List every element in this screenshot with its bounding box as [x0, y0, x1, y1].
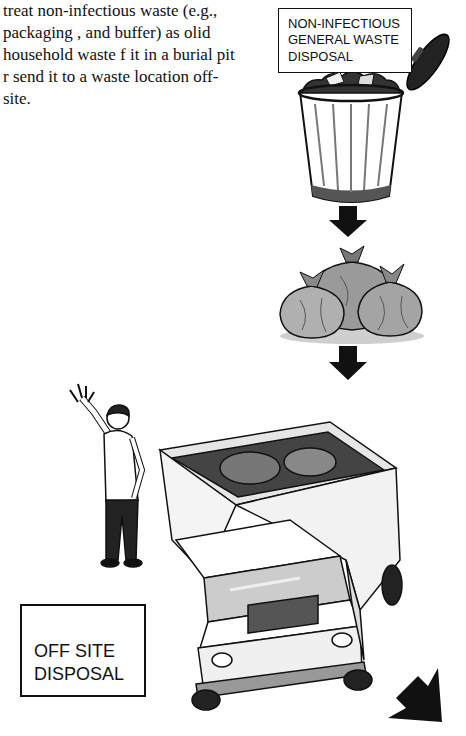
bag-knot: [340, 246, 364, 262]
bag-in-truck: [220, 452, 280, 484]
hair: [107, 405, 129, 416]
bag-fold: [300, 300, 306, 330]
raised-arm: [82, 398, 110, 436]
wheel: [344, 670, 372, 690]
bag-fold: [378, 296, 385, 330]
box-label: NON-INFECTIOUS GENERAL WASTE DISPOSAL: [288, 16, 406, 65]
can-rib: [315, 104, 324, 186]
garbage-bag: [358, 282, 422, 336]
shoe: [124, 559, 142, 567]
lower-arm: [132, 438, 142, 498]
truck-grille: [248, 595, 318, 633]
label-box: NON-INFECTIOUS GENERAL WASTE DISPOSAL: [278, 8, 412, 73]
box-label: OFF SITE DISPOSAL: [34, 640, 134, 685]
note-text: treat non-infectious waste (e.g., packag…: [3, 0, 239, 110]
lid-handle: [410, 46, 424, 63]
can-rim: [299, 85, 403, 101]
garbage-bag: [280, 286, 344, 338]
can-rib: [364, 104, 369, 190]
headlight: [332, 633, 352, 647]
bag-knot: [380, 264, 404, 283]
label-box: OFF SITE DISPOSAL: [20, 604, 146, 697]
truck-bumper: [196, 662, 366, 698]
can-rib: [350, 104, 352, 192]
trash-overflow: [302, 72, 400, 93]
bag-in-truck: [284, 448, 336, 476]
trash-can: [299, 72, 403, 202]
windshield-glare: [230, 578, 300, 590]
can-body: [300, 92, 402, 202]
off-site-arrow: [388, 668, 442, 722]
bag-knot: [300, 270, 324, 287]
bag-fold: [340, 276, 348, 306]
shoe: [101, 559, 119, 567]
man-waving: [70, 384, 142, 567]
can-rib: [378, 104, 387, 186]
bag-fold: [401, 296, 408, 328]
garbage-bags: [280, 246, 424, 344]
wheel: [382, 565, 402, 605]
can-rib: [333, 104, 338, 190]
can-ribs: [315, 104, 387, 192]
pickup-truck: [160, 422, 402, 710]
lower-arm-outline: [132, 438, 142, 498]
down-arrow: [329, 346, 367, 380]
headlight: [212, 653, 232, 667]
bag-folds: [300, 276, 408, 332]
truck-door: [346, 560, 364, 660]
waving-hand: [70, 384, 94, 402]
wheel: [192, 690, 220, 710]
bag-fold: [321, 298, 326, 332]
down-arrow: [329, 206, 367, 237]
pants: [106, 500, 138, 560]
raised-arm-outline: [82, 398, 110, 436]
